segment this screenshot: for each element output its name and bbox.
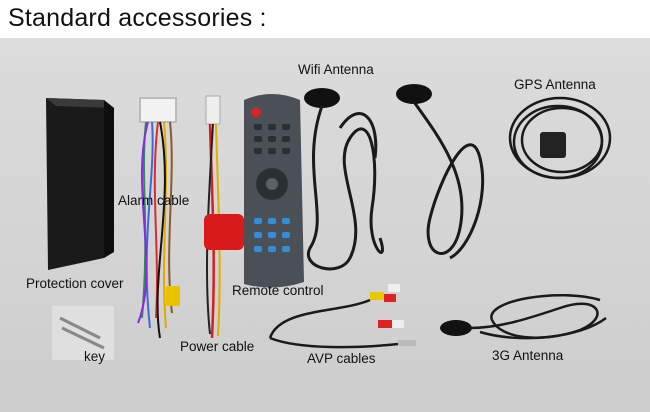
label-3g-antenna: 3G Antenna [492, 348, 564, 363]
gps-antenna [508, 96, 612, 180]
label-protection-cover: Protection cover [26, 276, 124, 291]
label-key: key [84, 349, 106, 364]
3g-antenna [440, 294, 607, 340]
keys [52, 306, 114, 360]
wifi-antenna [304, 84, 485, 271]
label-alarm-cable: Alarm cable [118, 193, 190, 208]
power-cable [204, 95, 244, 339]
protection-cover [46, 98, 114, 270]
label-remote-control: Remote control [232, 283, 324, 298]
label-gps-antenna: GPS Antenna [514, 77, 596, 92]
alarm-cable [137, 97, 180, 339]
remote-control [244, 94, 304, 288]
page-title: Standard accessories : [8, 4, 267, 32]
avp-cables [268, 284, 416, 349]
label-avp-cables: AVP cables [307, 351, 376, 366]
label-wifi-antenna: Wifi Antenna [298, 62, 374, 77]
label-power-cable: Power cable [180, 339, 255, 354]
accessories-photo [0, 38, 650, 412]
